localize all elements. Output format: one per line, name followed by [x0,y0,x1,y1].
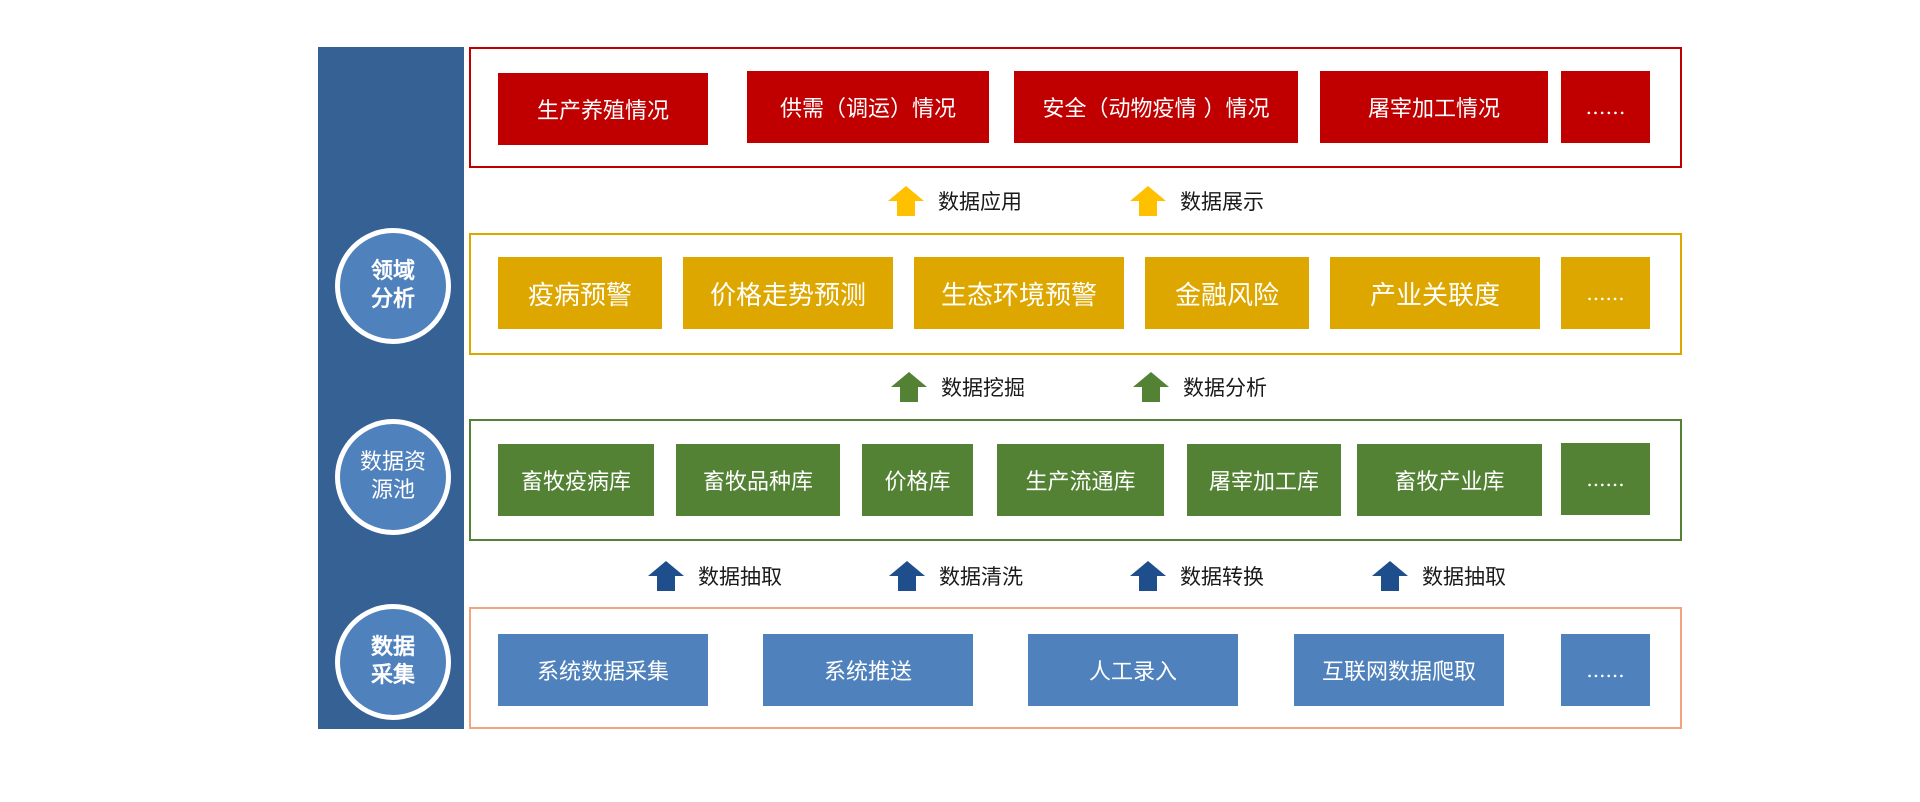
collection-item: 人工录入 [1028,634,1238,706]
data-collection-circle: 数据 采集 [335,604,451,720]
arrow-label: 数据抽取 [698,565,782,589]
resource-item: 畜牧品种库 [676,444,840,516]
arrow-data-mining: 数据挖掘 [891,372,1025,402]
analysis-item: 生态环境预警 [914,257,1124,329]
domain-analysis-circle: 领域 分析 [335,228,451,344]
collection-item-more: ...... [1561,634,1650,706]
application-layer [469,47,1682,168]
arrow-data-application: 数据应用 [888,186,1022,216]
arrow-data-display: 数据展示 [1130,186,1264,216]
analysis-layer [469,233,1682,355]
up-arrow-icon [888,186,924,216]
arrow-data-cleaning: 数据清洗 [889,561,1023,591]
collection-item: 互联网数据爬取 [1294,634,1504,706]
application-item: 安全（动物疫情 ）情况 [1014,71,1298,143]
analysis-item: 价格走势预测 [683,257,893,329]
arrow-data-extract: 数据抽取 [648,561,782,591]
arrow-label: 数据转换 [1180,565,1264,589]
arrow-data-extract-2: 数据抽取 [1372,561,1506,591]
analysis-item: 产业关联度 [1330,257,1540,329]
collection-item: 系统推送 [763,634,973,706]
collection-layer [469,607,1682,729]
up-arrow-icon [889,561,925,591]
arrow-data-analysis: 数据分析 [1133,372,1267,402]
up-arrow-icon [1130,186,1166,216]
up-arrow-icon [1372,561,1408,591]
up-arrow-icon [891,372,927,402]
resource-item: 价格库 [862,444,973,516]
application-item: 供需（调运）情况 [747,71,989,143]
resource-item: 屠宰加工库 [1187,444,1341,516]
resource-item: 畜牧产业库 [1357,444,1542,516]
analysis-item: 金融风险 [1145,257,1309,329]
arrow-label: 数据挖掘 [941,376,1025,400]
arrow-data-transform: 数据转换 [1130,561,1264,591]
data-resource-pool-circle: 数据资 源池 [335,419,451,535]
application-item: 屠宰加工情况 [1320,71,1548,143]
analysis-item: 疫病预警 [498,257,662,329]
resource-item: 畜牧疫病库 [498,444,654,516]
arrow-label: 数据展示 [1180,190,1264,214]
resource-item-more: ...... [1561,443,1650,515]
arrow-label: 数据清洗 [939,565,1023,589]
up-arrow-icon [1133,372,1169,402]
resource-item: 生产流通库 [997,444,1164,516]
application-item: 生产养殖情况 [498,73,708,145]
collection-item: 系统数据采集 [498,634,708,706]
up-arrow-icon [648,561,684,591]
arrow-label: 数据应用 [938,190,1022,214]
arrow-label: 数据抽取 [1422,565,1506,589]
analysis-item-more: ...... [1561,257,1650,329]
application-item-more: …… [1561,71,1650,143]
up-arrow-icon [1130,561,1166,591]
arrow-label: 数据分析 [1183,376,1267,400]
resource-pool-layer [469,419,1682,541]
